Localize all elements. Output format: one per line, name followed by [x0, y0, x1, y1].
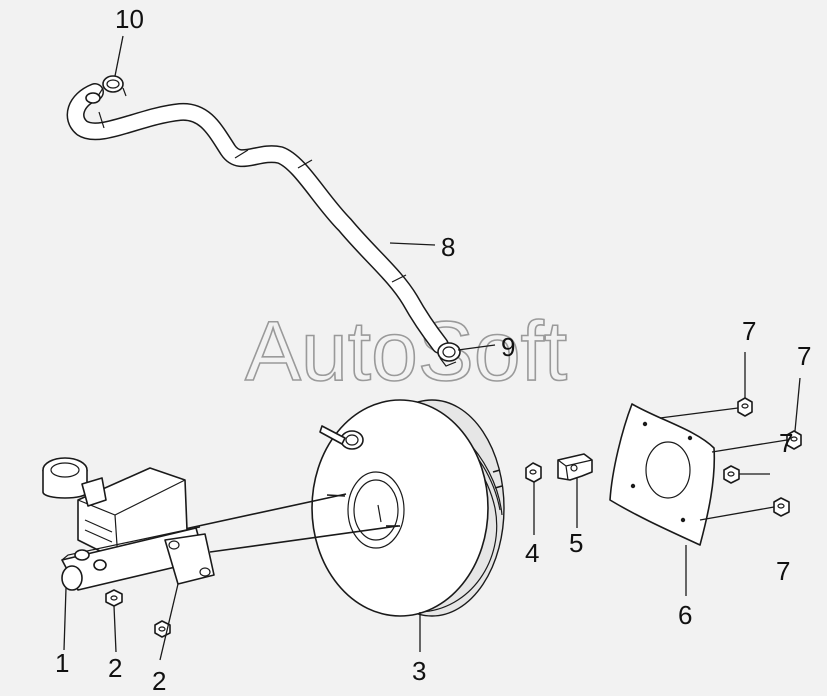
callout-7a: 7: [742, 316, 756, 346]
gasket-6: [609, 403, 716, 546]
callout-2a: 2: [108, 653, 122, 683]
callout-5: 5: [569, 528, 583, 558]
nut-4: [525, 462, 542, 483]
callout-9: 9: [501, 332, 515, 362]
clevis-5: [557, 453, 593, 481]
leader-lines: [63, 35, 801, 661]
callout-2b: 2: [152, 666, 166, 696]
callout-1: 1: [55, 648, 69, 678]
brake-booster: [311, 399, 505, 617]
callout-8: 8: [441, 232, 455, 262]
callout-3: 3: [412, 656, 426, 686]
vacuum-hose: [66, 83, 449, 354]
nut-7c: [723, 465, 740, 484]
watermark-text: AutoSoft: [245, 304, 567, 398]
callout-7d: 7: [776, 556, 790, 586]
nut-7b: [786, 430, 802, 450]
nut-2a: [105, 589, 123, 607]
hose-clamp-top: [97, 75, 127, 97]
callout-6: 6: [678, 600, 692, 630]
callout-7b: 7: [797, 341, 811, 371]
nut-7a: [737, 397, 753, 417]
check-valve: [437, 342, 461, 367]
callout-10: 10: [115, 4, 144, 34]
master-cylinder: [42, 457, 399, 591]
callout-4: 4: [525, 538, 539, 568]
nut-7d: [773, 497, 790, 517]
callout-7c: 7: [779, 428, 793, 458]
